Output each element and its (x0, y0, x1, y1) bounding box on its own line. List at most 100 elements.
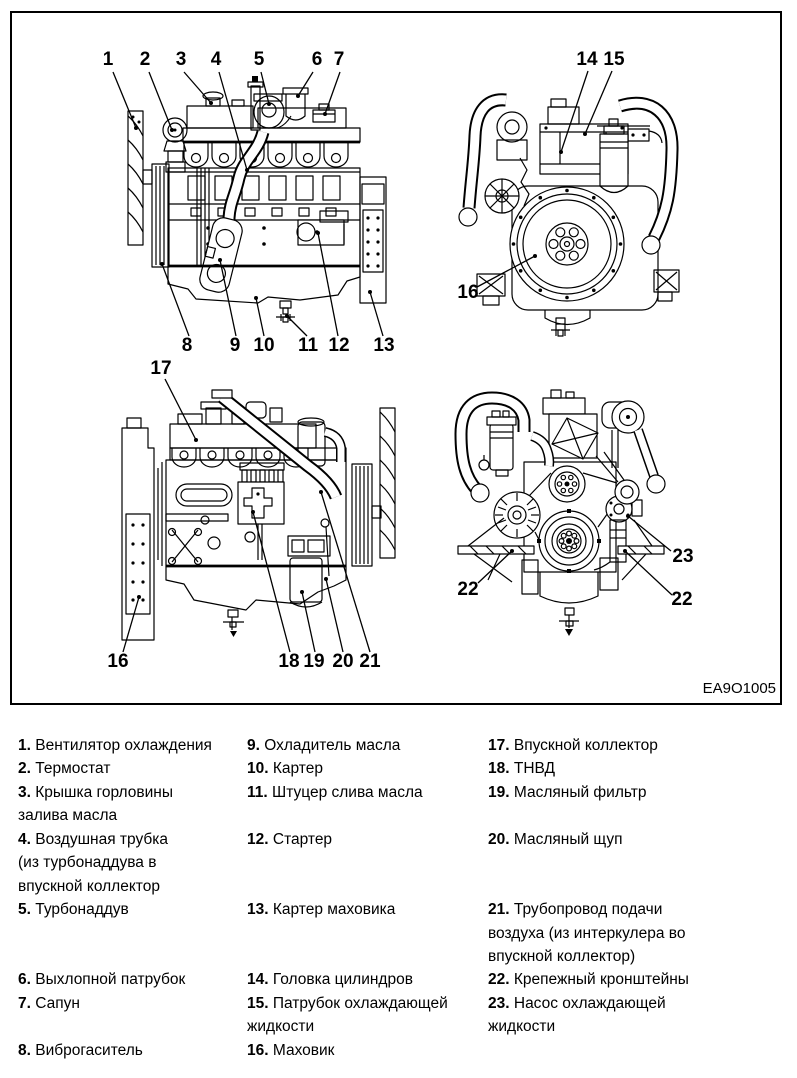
water-pump-pulley-drawing (548, 465, 586, 503)
legend-line: 22. Крепежный кронштейны (488, 968, 788, 991)
legend-line (18, 1015, 246, 1038)
legend-line: 11. Штуцер слива масла (247, 781, 485, 804)
legend-item-number: 16. (247, 1041, 269, 1059)
legend-line (247, 804, 485, 827)
charge-air-pipe-drawing (211, 389, 343, 500)
legend-line: жидкости (488, 1015, 788, 1038)
callout-8: 8 (181, 335, 193, 356)
legend-line: 23. Насос охлаждающей (488, 992, 788, 1015)
legend-line: 4. Воздушная трубка (18, 828, 246, 851)
legend-item-text: впускной коллектор (18, 877, 160, 895)
legend-item-text: Впускной коллектор (509, 737, 658, 754)
legend-item-text: жидкости (488, 1018, 556, 1036)
legend-item-number: 22. (488, 971, 510, 989)
exhaust-manifold-drawing (183, 142, 349, 168)
legend-line: 16. Маховик (247, 1039, 485, 1062)
callout-10: 10 (253, 335, 275, 356)
legend-line: 1. Вентилятор охлаждения (18, 734, 246, 757)
callout-6: 6 (311, 49, 323, 70)
legend-item-text: Штуцер слива масла (267, 783, 423, 801)
legend-item-number: 9. (247, 737, 260, 754)
legend-item-text: Воздушная трубка (30, 830, 168, 848)
callout-20: 20 (332, 651, 354, 672)
legend-item-text: залива масла (18, 807, 118, 825)
legend-item-text: ТНВД (509, 760, 556, 778)
legend-line: 5. Турбонаддув (18, 898, 246, 921)
engine-front-view-drawing (454, 389, 666, 636)
legend-line: (из турбонаддува в (18, 851, 246, 874)
legend-item-number: 17. (488, 737, 510, 754)
legend-line: 21. Трубопровод подачи (488, 898, 788, 921)
oil-filler-cap-drawing (202, 91, 224, 107)
legend-item-number: 6. (18, 971, 31, 989)
legend-line (247, 922, 485, 945)
legend-line: 9. Охладитель масла (247, 734, 485, 757)
legend-item-text: Термостат (30, 760, 111, 778)
callout-23: 23 (672, 546, 694, 567)
legend-item-text: Трубопровод подачи (509, 901, 663, 919)
legend-line (488, 1039, 788, 1062)
engine-rear-view-drawing (458, 93, 680, 337)
legend-item-text: Турбонаддув (30, 901, 129, 919)
legend-line: 12. Стартер (247, 828, 485, 851)
legend-item-number: 5. (18, 901, 31, 919)
callout-18: 18 (278, 651, 300, 672)
intake-pipe-drawing (618, 96, 679, 255)
callout-1: 1 (102, 49, 114, 70)
fan-pulley-drawing (351, 463, 382, 567)
legend-item-number: 8. (18, 1041, 31, 1059)
callout-14: 14 (576, 49, 598, 70)
air-tube-drawing (222, 130, 270, 250)
coolant-pipe-drawing (627, 128, 663, 144)
legend-item-text: жидкости (247, 1018, 315, 1036)
callout-22a: 22 (457, 579, 479, 600)
legend-item-number: 20. (488, 830, 510, 848)
legend-item-text: Сапун (30, 994, 80, 1012)
cooling-fan-drawing (127, 110, 144, 246)
oil-filter-drawing (597, 118, 650, 194)
callout-17: 17 (150, 358, 172, 379)
mounting-bracket-right-drawing (617, 519, 665, 581)
legend-item-number: 21. (488, 901, 510, 919)
legend-item-number: 3. (18, 783, 31, 801)
legend-item-number: 12. (247, 830, 269, 848)
legend-line: 7. Сапун (18, 992, 246, 1015)
legend-line: 19. Масляный фильтр (488, 781, 788, 804)
cooling-fan-drawing (379, 407, 396, 559)
callout-21: 21 (359, 651, 381, 672)
legend-item-text: Виброгаситель (30, 1041, 143, 1059)
legend-line: 17. Впускной коллектор (488, 734, 788, 757)
oil-dipstick-drawing (320, 518, 330, 577)
legend-line (247, 851, 485, 874)
starter-drawing (296, 210, 349, 246)
fan-hub-drawing (484, 178, 520, 214)
legend-line (488, 875, 788, 898)
legend-item-text: Выхлопной патрубок (30, 971, 186, 989)
engine-left-side-view-drawing (127, 76, 387, 323)
legend-line: 18. ТНВД (488, 757, 788, 780)
fuel-injection-pump-drawing (237, 462, 285, 525)
legend-item-number: 1. (18, 737, 31, 754)
legend-item-text: Стартер (268, 830, 333, 848)
callout-16b: 16 (107, 651, 129, 672)
legend-line: 6. Выхлопной патрубок (18, 968, 246, 991)
legend-item-text: (из турбонаддува в (18, 854, 157, 872)
legend-item-text: Крышка горловины (30, 783, 173, 801)
legend-item-number: 15. (247, 994, 269, 1012)
flywheel-housing-plate-drawing (359, 176, 387, 304)
exhaust-outlet-drawing (276, 87, 309, 129)
callout-9: 9 (229, 335, 241, 356)
callout-16: 16 (457, 282, 479, 303)
legend-line (488, 804, 788, 827)
engine-right-side-view-drawing (121, 389, 396, 641)
legend-item-number: 23. (488, 994, 510, 1012)
legend-line: 2. Термостат (18, 757, 246, 780)
legend-item-text: Головка цилиндров (268, 971, 413, 989)
mounting-bracket-left-drawing (457, 517, 535, 583)
oil-pan-drawing (167, 266, 361, 304)
callout-4: 4 (210, 49, 222, 70)
